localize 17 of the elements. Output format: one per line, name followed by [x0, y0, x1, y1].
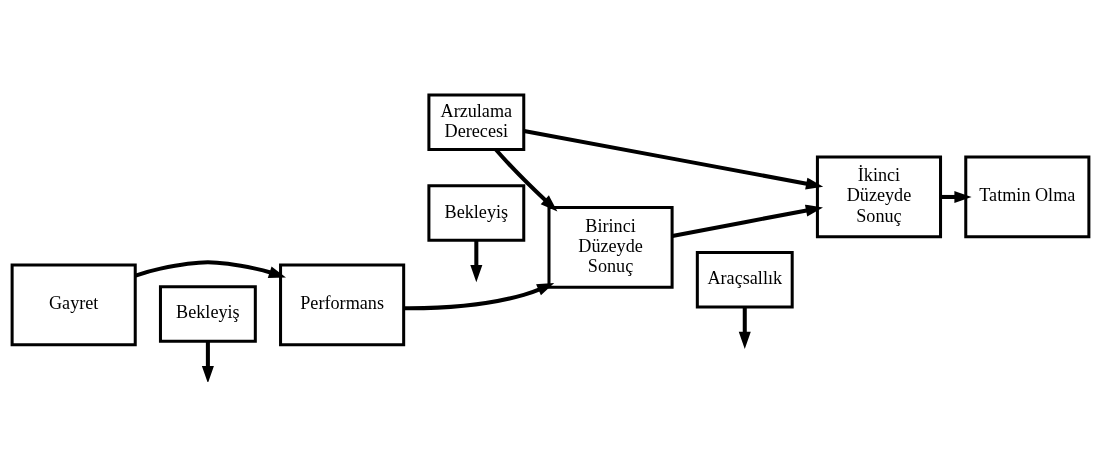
arrow: [201, 341, 214, 382]
node-box: Bekleyiş: [427, 183, 526, 242]
arrow: [404, 282, 555, 310]
node-box: Araçsallık: [695, 250, 794, 308]
node-box: Birinci Düzeyde Sonuç: [547, 205, 674, 289]
arrow: [470, 240, 483, 282]
node-box: Bekleyiş: [158, 284, 257, 343]
arrow: [671, 204, 823, 238]
node-box: Arzulama Derecesi: [427, 93, 526, 151]
node-box: İkinci Düzeyde Sonuç: [815, 155, 943, 238]
node-box: Tatmin Olma: [964, 155, 1091, 238]
arrow: [134, 259, 286, 278]
arrow: [494, 147, 558, 211]
arrow: [523, 128, 824, 189]
arrow: [738, 306, 751, 349]
node-box: Gayret: [10, 263, 137, 346]
node-box: Performans: [279, 263, 406, 346]
